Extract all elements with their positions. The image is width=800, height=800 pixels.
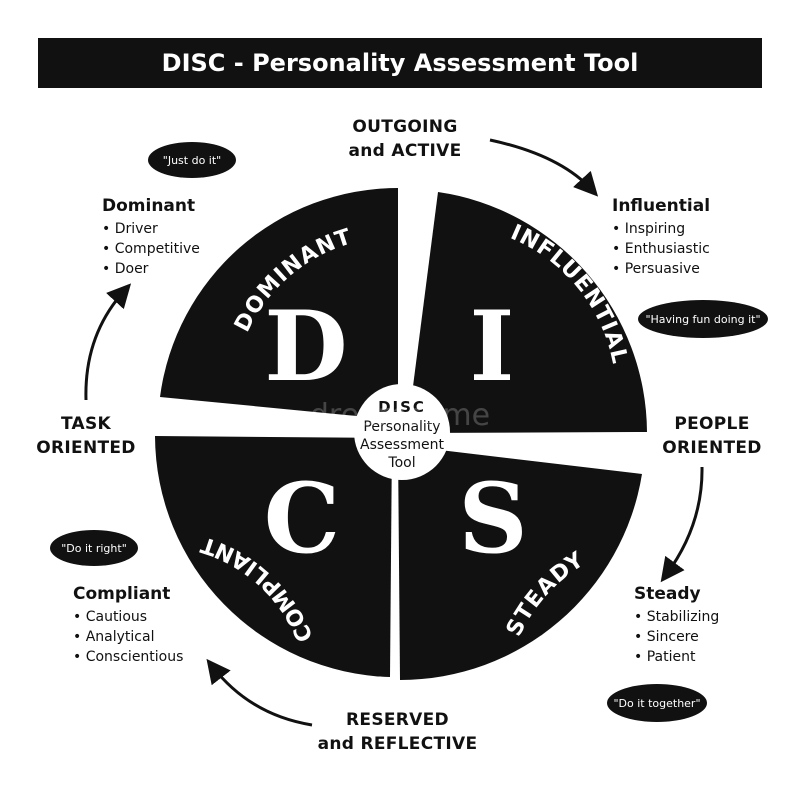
quadrant-steady bbox=[398, 445, 642, 681]
trait-item: Inspiring bbox=[612, 219, 710, 239]
center-title: DISC bbox=[378, 398, 426, 416]
motto-dominant: "Just do it" bbox=[148, 142, 236, 178]
watermark: dreamstime bbox=[310, 398, 490, 433]
trait-dominant: Dominant Driver Competitive Doer bbox=[102, 195, 200, 279]
trait-item: Conscientious bbox=[73, 647, 184, 667]
trait-item: Sincere bbox=[634, 627, 719, 647]
letter-s: S bbox=[458, 462, 527, 575]
trait-item: Persuasive bbox=[612, 259, 710, 279]
trait-steady: Steady Stabilizing Sincere Patient bbox=[634, 583, 719, 667]
arrow-top-right bbox=[489, 138, 599, 197]
letter-d: D bbox=[264, 290, 347, 403]
trait-compliant: Compliant Cautious Analytical Conscienti… bbox=[73, 583, 183, 667]
trait-item: Driver bbox=[102, 219, 200, 239]
motto-influential: "Having fun doing it" bbox=[638, 300, 768, 338]
quadrant-compliant bbox=[155, 436, 392, 677]
axis-top: OUTGOING and ACTIVE bbox=[348, 117, 462, 161]
trait-influential: Influential Inspiring Enthusiastic Persu… bbox=[612, 195, 710, 279]
quadrant-dominant bbox=[160, 188, 398, 420]
center-line-2: Assessment bbox=[360, 437, 444, 453]
letter-c: C bbox=[264, 462, 340, 575]
center-line-3: Tool bbox=[387, 455, 415, 471]
arrow-right-down bbox=[660, 466, 704, 583]
motto-compliant: "Do it right" bbox=[50, 530, 138, 566]
trait-item: Cautious bbox=[73, 607, 183, 627]
center-circle bbox=[354, 384, 450, 480]
axis-right: PEOPLE ORIENTED bbox=[662, 414, 762, 458]
axis-left: TASK ORIENTED bbox=[36, 414, 136, 458]
letter-i: I bbox=[470, 290, 515, 403]
trait-item: Doer bbox=[102, 259, 200, 279]
motto-steady: "Do it together" bbox=[607, 684, 707, 722]
trait-item: Enthusiastic bbox=[612, 239, 710, 259]
page-title: DISC - Personality Assessment Tool bbox=[38, 38, 762, 88]
trait-item: Stabilizing bbox=[634, 607, 720, 627]
trait-item: Competitive bbox=[102, 239, 200, 259]
arrow-bottom-left bbox=[206, 658, 313, 727]
trait-item: Analytical bbox=[73, 627, 183, 647]
quadrant-influential bbox=[407, 192, 647, 433]
axis-bottom: RESERVED and REFLECTIVE bbox=[317, 710, 478, 754]
trait-item: Patient bbox=[634, 647, 719, 667]
arrow-left-up bbox=[84, 283, 132, 401]
center-line-1: Personality bbox=[363, 419, 440, 435]
